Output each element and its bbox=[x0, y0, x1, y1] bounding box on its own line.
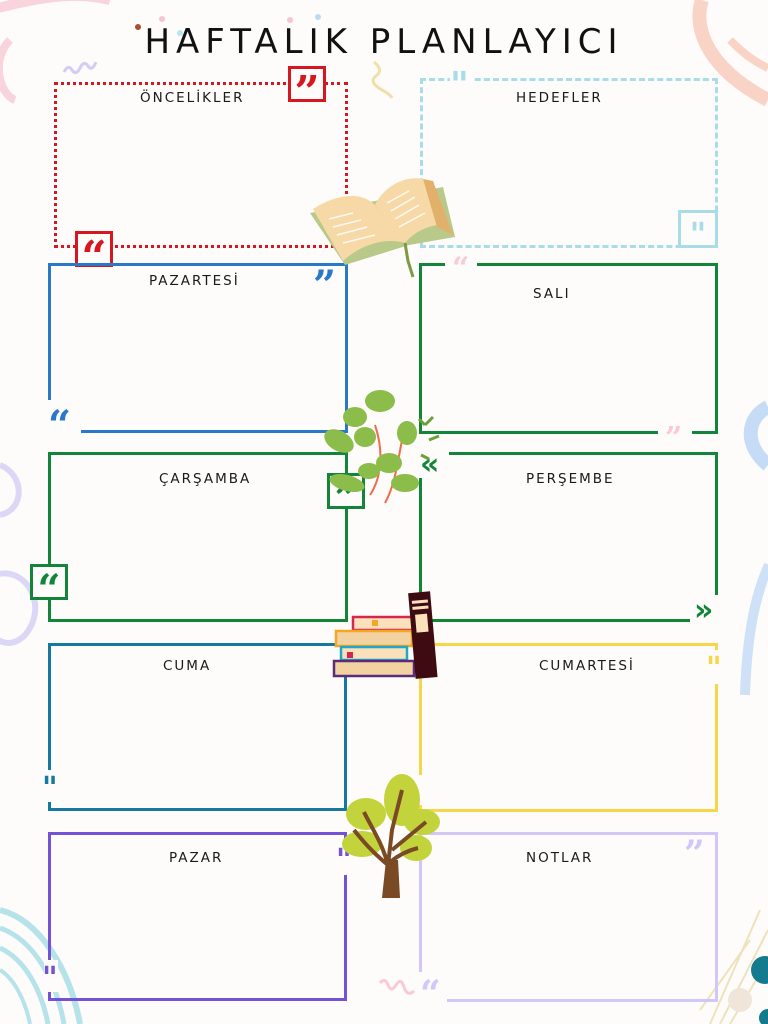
close-quote-icon: " bbox=[678, 210, 718, 250]
open-quote-icon: “ bbox=[75, 231, 113, 280]
friday-label: CUMA bbox=[163, 658, 212, 674]
close-quote-icon: » bbox=[694, 593, 714, 628]
pink-brush-swirl-decoration bbox=[0, 0, 110, 104]
open-quote-icon: “ bbox=[452, 251, 470, 286]
close-quote-icon: ” bbox=[288, 66, 326, 115]
open-quote-icon: " bbox=[42, 771, 58, 806]
purple-squiggle-decoration bbox=[62, 61, 98, 75]
close-quote-icon: " bbox=[706, 651, 722, 686]
sunday-box[interactable] bbox=[48, 832, 347, 1001]
beige-scribble-decoration bbox=[699, 909, 768, 1024]
close-quote-icon: ” bbox=[684, 833, 705, 875]
tuesday-box[interactable] bbox=[419, 263, 718, 434]
goals-box[interactable] bbox=[420, 78, 718, 248]
peach-brush-arc-decoration bbox=[692, 0, 768, 107]
page-title: HAFTALIK PLANLAYICI bbox=[144, 22, 624, 62]
notes-label: NOTLAR bbox=[526, 850, 594, 866]
saturday-label: CUMARTESİ bbox=[539, 658, 635, 674]
open-quote-icon: " bbox=[450, 65, 469, 106]
cyan-brush-arcs-decoration bbox=[0, 907, 83, 1024]
open-book-icon bbox=[310, 178, 455, 278]
yellow-squiggle-decoration bbox=[371, 60, 394, 99]
tree-icon bbox=[342, 774, 440, 899]
notes-box[interactable] bbox=[419, 832, 718, 1002]
lavender-loop-decoration bbox=[0, 462, 39, 646]
pink-squiggle-decoration bbox=[378, 978, 415, 995]
thursday-box[interactable] bbox=[419, 452, 718, 622]
open-quote-icon: " bbox=[42, 961, 58, 996]
priorities-box[interactable] bbox=[54, 82, 348, 248]
open-quote-icon: “ bbox=[30, 564, 68, 610]
saturday-box[interactable] bbox=[419, 643, 718, 812]
open-quote-icon: “ bbox=[48, 402, 72, 449]
monday-box[interactable] bbox=[48, 263, 348, 433]
dots-decoration bbox=[135, 14, 321, 36]
sunday-label: PAZAR bbox=[169, 850, 224, 866]
wednesday-box[interactable] bbox=[48, 452, 348, 622]
friday-box[interactable] bbox=[48, 643, 347, 811]
monday-label: PAZARTESİ bbox=[149, 273, 240, 289]
wednesday-label: ÇARŞAMBA bbox=[159, 471, 252, 487]
leaf-sprig-icon bbox=[324, 390, 440, 504]
goals-label: HEDEFLER bbox=[516, 90, 603, 106]
blue-brush-decoration bbox=[740, 400, 768, 696]
open-quote-icon: “ bbox=[420, 973, 441, 1015]
close-quote-icon: ” bbox=[313, 262, 337, 309]
thursday-label: PERŞEMBE bbox=[526, 471, 615, 487]
tuesday-label: SALI bbox=[533, 286, 571, 302]
book-stack-icon bbox=[332, 591, 438, 679]
priorities-label: ÖNCELİKLER bbox=[140, 90, 245, 106]
close-quote-icon: ” bbox=[665, 421, 683, 456]
